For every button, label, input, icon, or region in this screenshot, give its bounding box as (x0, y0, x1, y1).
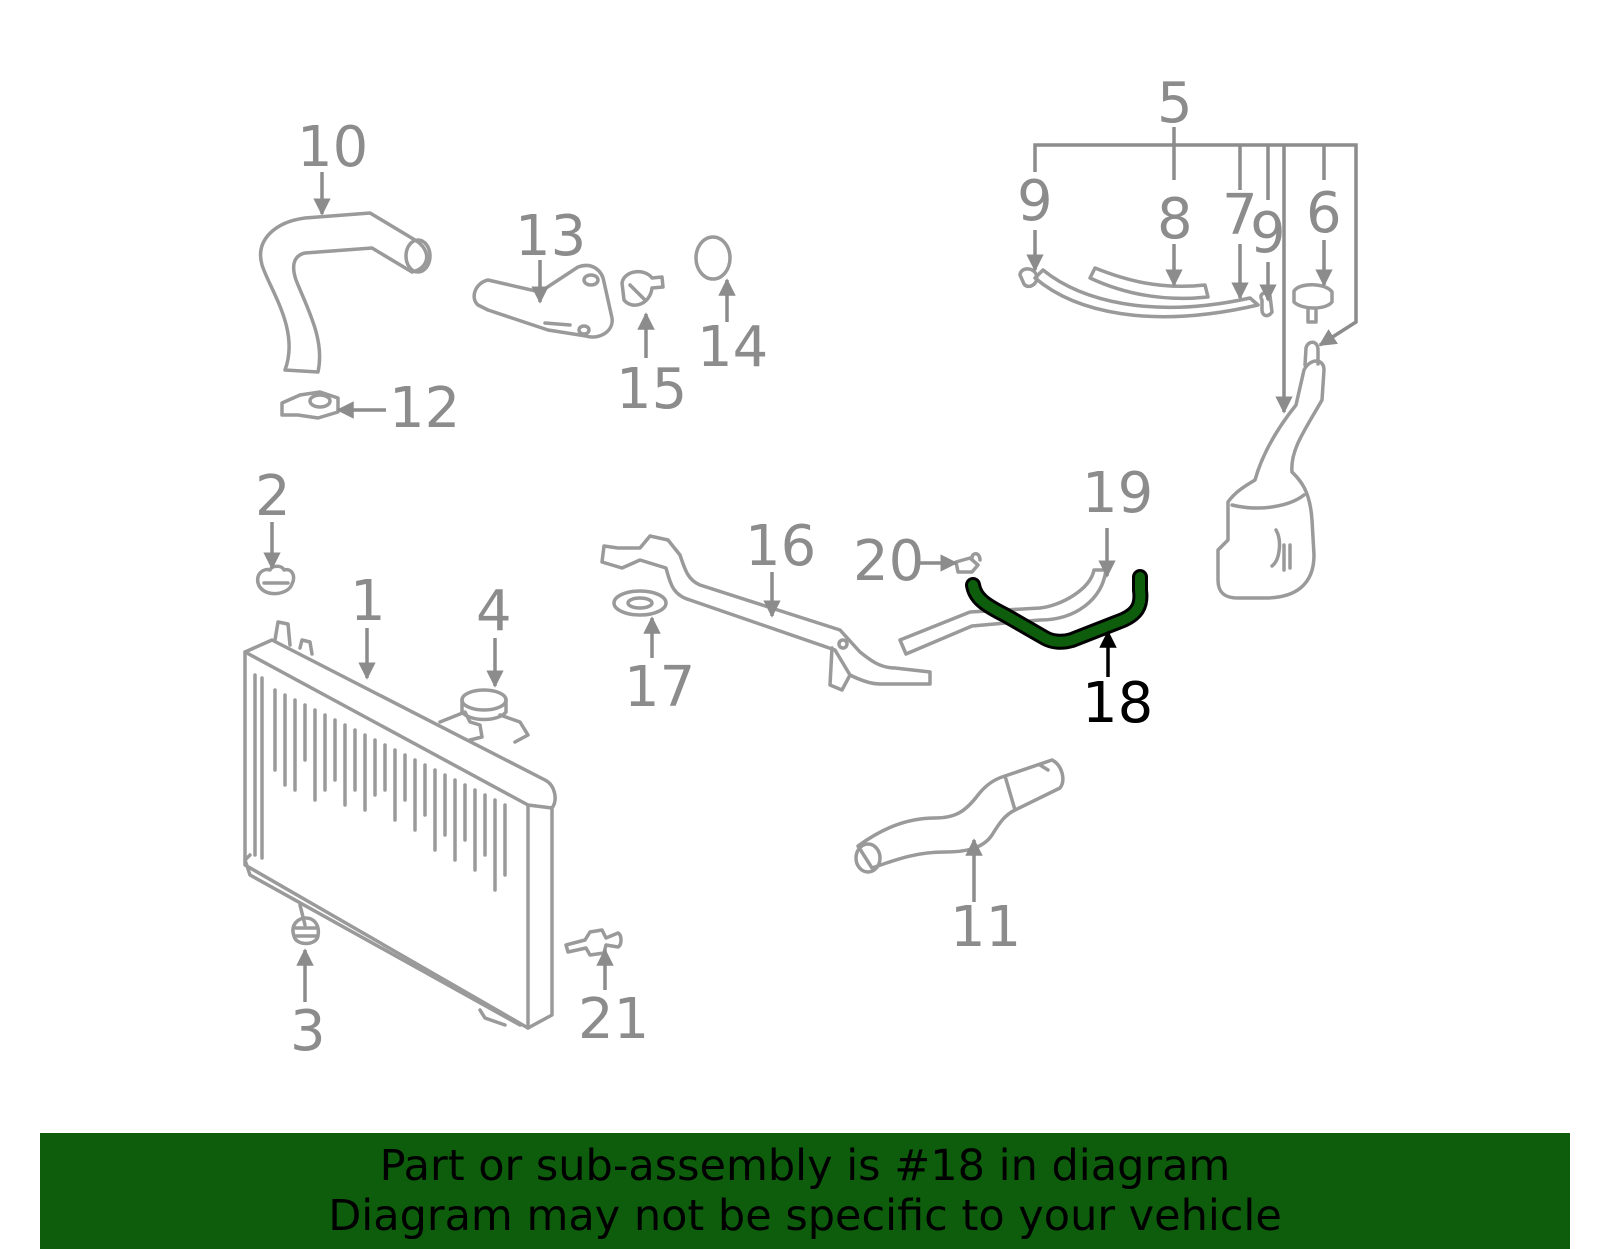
callout-18-highlighted: 18 (1082, 671, 1153, 736)
reservoir-cap-part-6 (1292, 283, 1334, 324)
callout-13: 13 (515, 204, 586, 269)
callout-21: 21 (578, 987, 649, 1052)
callout-6: 6 (1306, 181, 1342, 246)
gasket-part-17 (612, 589, 668, 617)
callout-16: 16 (745, 514, 816, 579)
callout-8: 8 (1157, 187, 1193, 252)
callout-1: 1 (350, 569, 386, 634)
callout-5: 5 (1157, 71, 1193, 136)
callout-15: 15 (616, 357, 687, 422)
callout-9b: 9 (1250, 201, 1286, 266)
callout-10: 10 (297, 115, 368, 180)
clip-part-9a (1018, 267, 1039, 289)
water-outlet-part-13 (472, 263, 614, 339)
upper-mount-part-2 (255, 564, 296, 596)
callout-20: 20 (853, 529, 924, 594)
upper-radiator-hose-part-10 (258, 211, 432, 374)
reservoir-hose-part-8 (1088, 266, 1210, 301)
callout-9a: 9 (1017, 169, 1053, 234)
hose-part-18-highlighted (965, 569, 1149, 650)
info-banner: Part or sub-assembly is #18 in diagram D… (40, 1133, 1570, 1249)
thermostat-part-15 (620, 270, 665, 307)
callout-19: 19 (1082, 461, 1153, 526)
callout-3: 3 (290, 999, 326, 1064)
clamp-part-12 (280, 390, 340, 420)
radiator-cap-part-4 (438, 688, 530, 744)
callout-7: 7 (1222, 183, 1258, 248)
callout-4: 4 (476, 579, 512, 644)
clip-part-20 (954, 552, 982, 574)
lower-mount-part-3 (291, 916, 321, 946)
callout-2: 2 (255, 464, 291, 529)
callout-17: 17 (624, 655, 695, 720)
callout-12: 12 (389, 376, 460, 441)
leader-lines (263, 127, 1358, 1002)
bypass-pipe-part-16 (600, 534, 932, 692)
callout-14: 14 (697, 315, 768, 380)
coolant-reservoir-tank (1216, 340, 1326, 600)
banner-line-disclaimer: Diagram may not be specific to your vehi… (328, 1191, 1282, 1241)
lower-radiator-hose-part-11 (854, 758, 1065, 874)
banner-line-part-number: Part or sub-assembly is #18 in diagram (379, 1141, 1231, 1191)
drain-plug-part-21 (564, 928, 623, 957)
o-ring-part-14 (694, 235, 732, 281)
reservoir-hose-part-7 (1033, 268, 1260, 319)
radiator-part-1 (243, 620, 557, 1030)
callout-11: 11 (950, 895, 1021, 960)
